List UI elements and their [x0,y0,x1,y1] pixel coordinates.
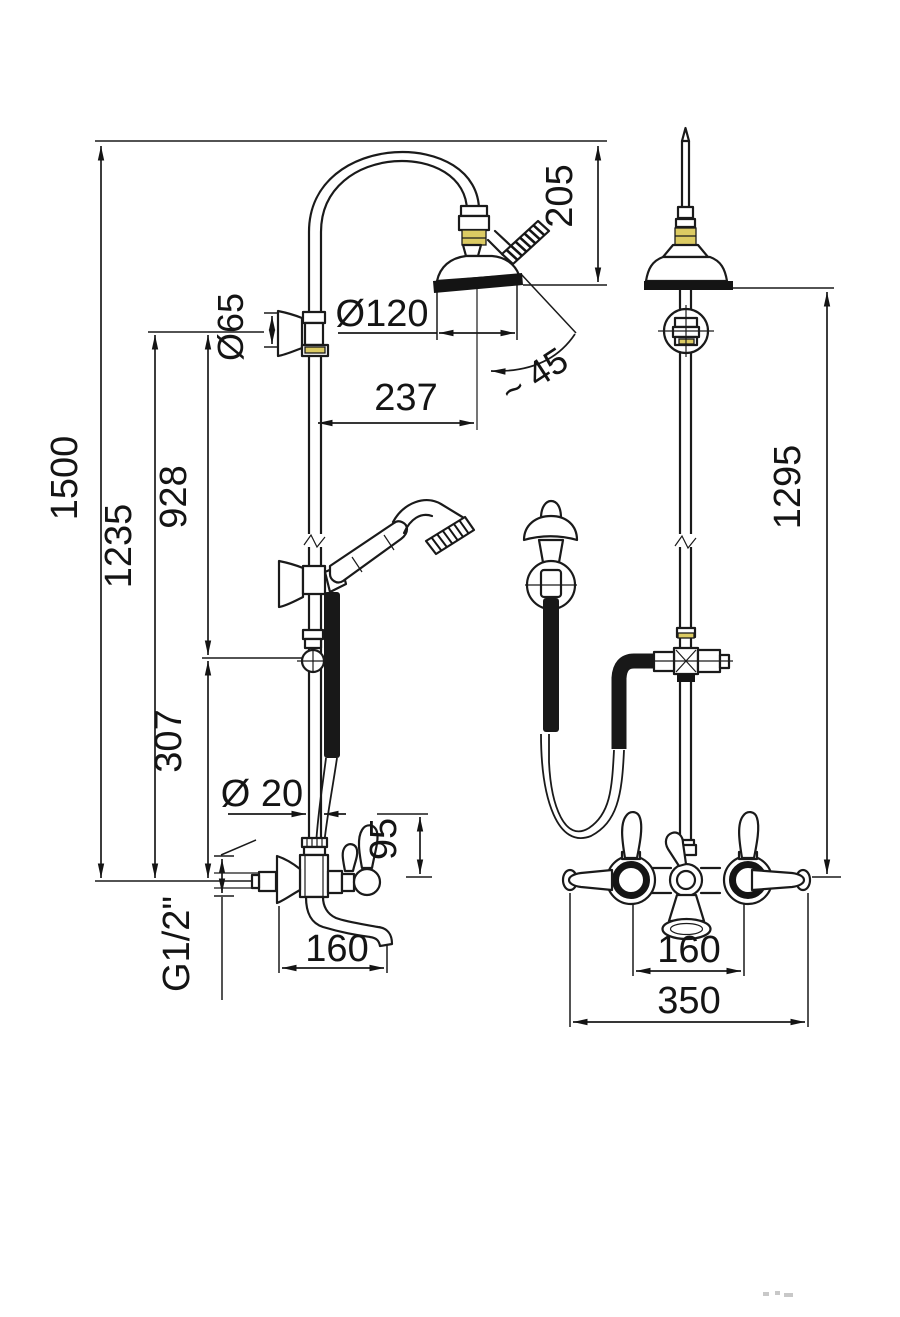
riser-outer [307,150,481,847]
left-escutcheon-ring [612,861,650,899]
dim-flange-to-mixer-axis: 1235 [98,504,140,589]
front-collar2 [674,217,697,229]
handshower-neck-outer [391,499,466,524]
front-view-drawing [522,126,812,941]
dimension-labels: 1500 1235 928 307 Ø65 Ø120 237 ~ 45 205 … [44,164,809,1022]
spout-mouth-front [669,922,704,936]
handshower-face [424,515,476,556]
dimension-lines [97,146,831,1026]
diverter-knob-side [341,843,359,873]
flange-nut-top [301,310,327,325]
left-lever-up [621,811,643,860]
head-neck [461,243,483,258]
dim-head-diameter: Ø120 [336,293,429,335]
dim-head-projection: 237 [374,377,437,419]
bonnet-step2 [340,872,356,893]
dim-gooseneck-drop: 205 [539,164,581,227]
lever-handle-side [357,824,379,870]
tee-brass [677,632,695,639]
head-tilt-wedge [486,219,551,266]
dim-handle-above-axis: 95 [363,818,405,860]
handshower-knob-front [539,499,563,520]
flange-brass-strip [304,346,326,354]
hose-tail-inner [323,757,338,846]
handshower-grip-front [539,568,563,599]
left-lever-out [567,868,614,892]
outlet-collar-top [301,628,325,641]
dim-overall-height: 1500 [44,436,86,521]
shower-head-rim [433,273,523,293]
dim-wall-flange-diameter: Ø65 [210,293,251,361]
riser-inner [319,159,469,847]
mixer-nut-bot [302,845,327,857]
tub-spout-side [304,895,394,948]
mixer-nut-top [300,836,329,849]
outlet-collar-bot [303,637,323,650]
pipe-break-icon [303,533,326,549]
hose-ribbed-front [543,598,559,732]
holder-block [301,564,327,596]
hose-ribbed-section [324,592,340,758]
front-head-bell [644,255,729,283]
dim-head-tilt-angle: ~ 45 [493,339,575,412]
head-collar [459,204,489,218]
right-lever-up [738,811,760,860]
dim-valve-centres: 160 [657,929,720,971]
dim-hose-outlet-to-axis: 307 [148,709,190,772]
inlet-cap [250,873,261,890]
spout-cone-front [667,893,706,923]
spike-tip [680,126,691,143]
spout-rim-front [661,917,712,941]
hose-tail-outer [315,757,327,846]
tee-dark-collar [677,674,695,682]
pipe-break-icon-front [674,534,697,550]
right-lever-out [750,868,806,892]
dim-flange-to-hose-outlet: 928 [153,465,195,528]
head-nut [457,214,491,232]
handshower-neck-inner [402,513,434,535]
front-collar1 [676,205,695,220]
front-head-rim [644,281,733,290]
holder-flange [277,559,305,609]
front-cone [661,243,710,259]
hose-elbow [611,653,654,749]
wall-flange-bell [276,309,304,358]
flange-nut-mid [303,321,325,347]
side-view-drawing [214,150,551,948]
handshower-handle [328,520,409,584]
extension-lines [95,140,841,1027]
bonnet-ball [352,867,382,897]
hose-loop-outer [548,734,615,833]
center-rosette-inner [675,869,697,891]
mixer-body-side [298,853,330,899]
dim-inlet-connection: G1/2" [156,896,198,992]
hose-loop-inner [540,733,625,839]
inlet-fitting [257,870,278,893]
diverter-lever-front [664,831,688,868]
mixer-wall-flange [275,854,302,905]
handshower-bell-front [522,514,579,542]
faint-specks [763,1291,793,1297]
dim-spout-projection: 160 [305,928,368,970]
dim-head-to-mixer-axis: 1295 [767,445,809,530]
dim-pipe-diameter: Ø 20 [221,773,303,815]
dim-overall-width: 350 [657,980,720,1022]
bonnet-step1 [326,869,344,895]
